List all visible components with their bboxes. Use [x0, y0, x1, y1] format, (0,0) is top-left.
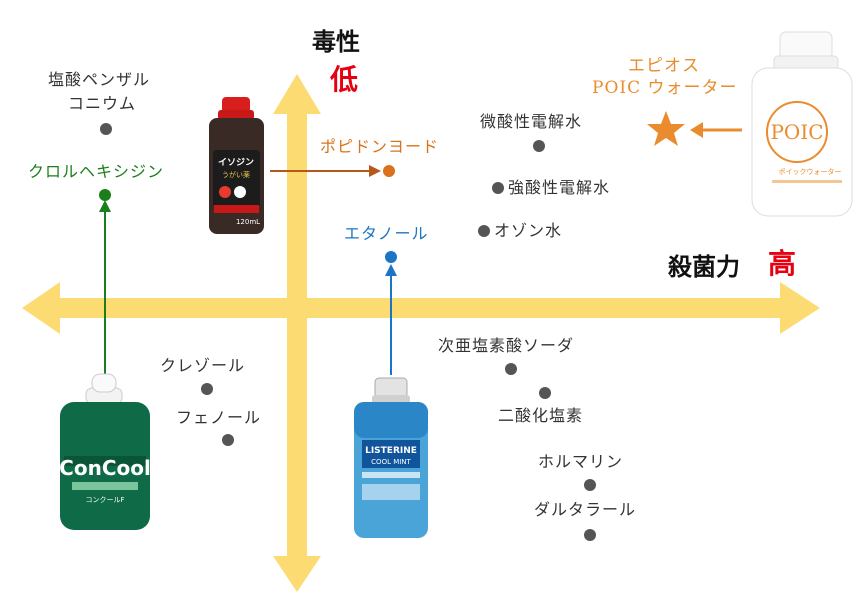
weak-acidic-water-label: 微酸性電解水 — [480, 112, 583, 131]
poic-logo-text: POIC — [770, 120, 823, 144]
poic-label-line2: POIC ウォーター — [592, 78, 738, 98]
poic-star-marker — [647, 111, 685, 146]
povidone-iodine-label: ポピドンヨード — [320, 137, 440, 156]
glutaral-dot — [584, 529, 596, 541]
horizontal-axis-arrow — [22, 282, 820, 334]
chlorine-dioxide-dot — [539, 387, 551, 399]
chlorhexidine-arrowhead — [99, 200, 111, 212]
poic-bottle-image: POIC ポイックウォーター — [751, 31, 853, 217]
ethanol-arrowhead — [385, 264, 397, 276]
chlorine-dioxide-label: 二酸化塩素 — [498, 406, 584, 425]
isodine-brand-text: イソジン — [218, 157, 254, 168]
horizontal-axis-high-label: 高 — [768, 247, 797, 280]
concool-brand-text: ConCool — [59, 456, 151, 480]
phenol-label: フェノール — [176, 408, 262, 427]
glutaral-label: ダルタラール — [534, 500, 637, 519]
isodine-size-text: 120mL — [236, 218, 260, 226]
vertical-axis-low-label: 低 — [330, 63, 359, 96]
vertical-axis-title: 毒性 — [312, 28, 360, 56]
strong-acidic-water-label: 強酸性電解水 — [508, 178, 611, 197]
formalin-dot — [584, 479, 596, 491]
povidone-arrowhead — [369, 165, 381, 177]
horizontal-axis-title: 殺菌力 — [668, 253, 740, 281]
sodium-hypochlorite-dot — [505, 363, 517, 375]
sodium-hypochlorite-label: 次亜塩素酸ソーダ — [438, 336, 575, 355]
listerine-sub-text: COOL MINT — [371, 458, 411, 466]
benzalkonium-label-line2: コニウム — [68, 94, 137, 113]
benzalkonium-label-line1: 塩酸ペンザル — [48, 70, 151, 89]
poic-sub-text: ポイックウォーター — [779, 167, 842, 176]
listerine-bottle-image: LISTERINE COOL MINT — [354, 377, 428, 538]
cresol-label: クレゾール — [160, 356, 246, 375]
listerine-brand-text: LISTERINE — [365, 446, 417, 456]
ozone-water-label: オゾン水 — [494, 221, 563, 240]
poic-arrowhead — [690, 122, 703, 138]
phenol-dot — [222, 434, 234, 446]
strong-acidic-water-dot — [492, 182, 504, 194]
formalin-label: ホルマリン — [538, 452, 624, 471]
isodine-bottle-image: イソジン うがい薬 120mL — [209, 97, 264, 234]
ozone-water-dot — [478, 225, 490, 237]
isodine-sub-text: うがい薬 — [222, 170, 250, 179]
chlorhexidine-label: クロルヘキシジン — [28, 162, 165, 181]
ethanol-dot — [385, 251, 397, 263]
concool-bottle-image: ConCool コンクールF — [59, 373, 151, 530]
poic-label-line1: エピオス — [628, 56, 700, 76]
chlorhexidine-dot — [99, 189, 111, 201]
weak-acidic-water-dot — [533, 140, 545, 152]
cresol-dot — [201, 383, 213, 395]
povidone-iodine-dot — [383, 165, 395, 177]
vertical-axis-arrow — [273, 74, 321, 592]
concool-sub-text: コンクールF — [85, 496, 124, 504]
benzalkonium-dot — [100, 123, 112, 135]
ethanol-label: エタノール — [344, 224, 429, 243]
